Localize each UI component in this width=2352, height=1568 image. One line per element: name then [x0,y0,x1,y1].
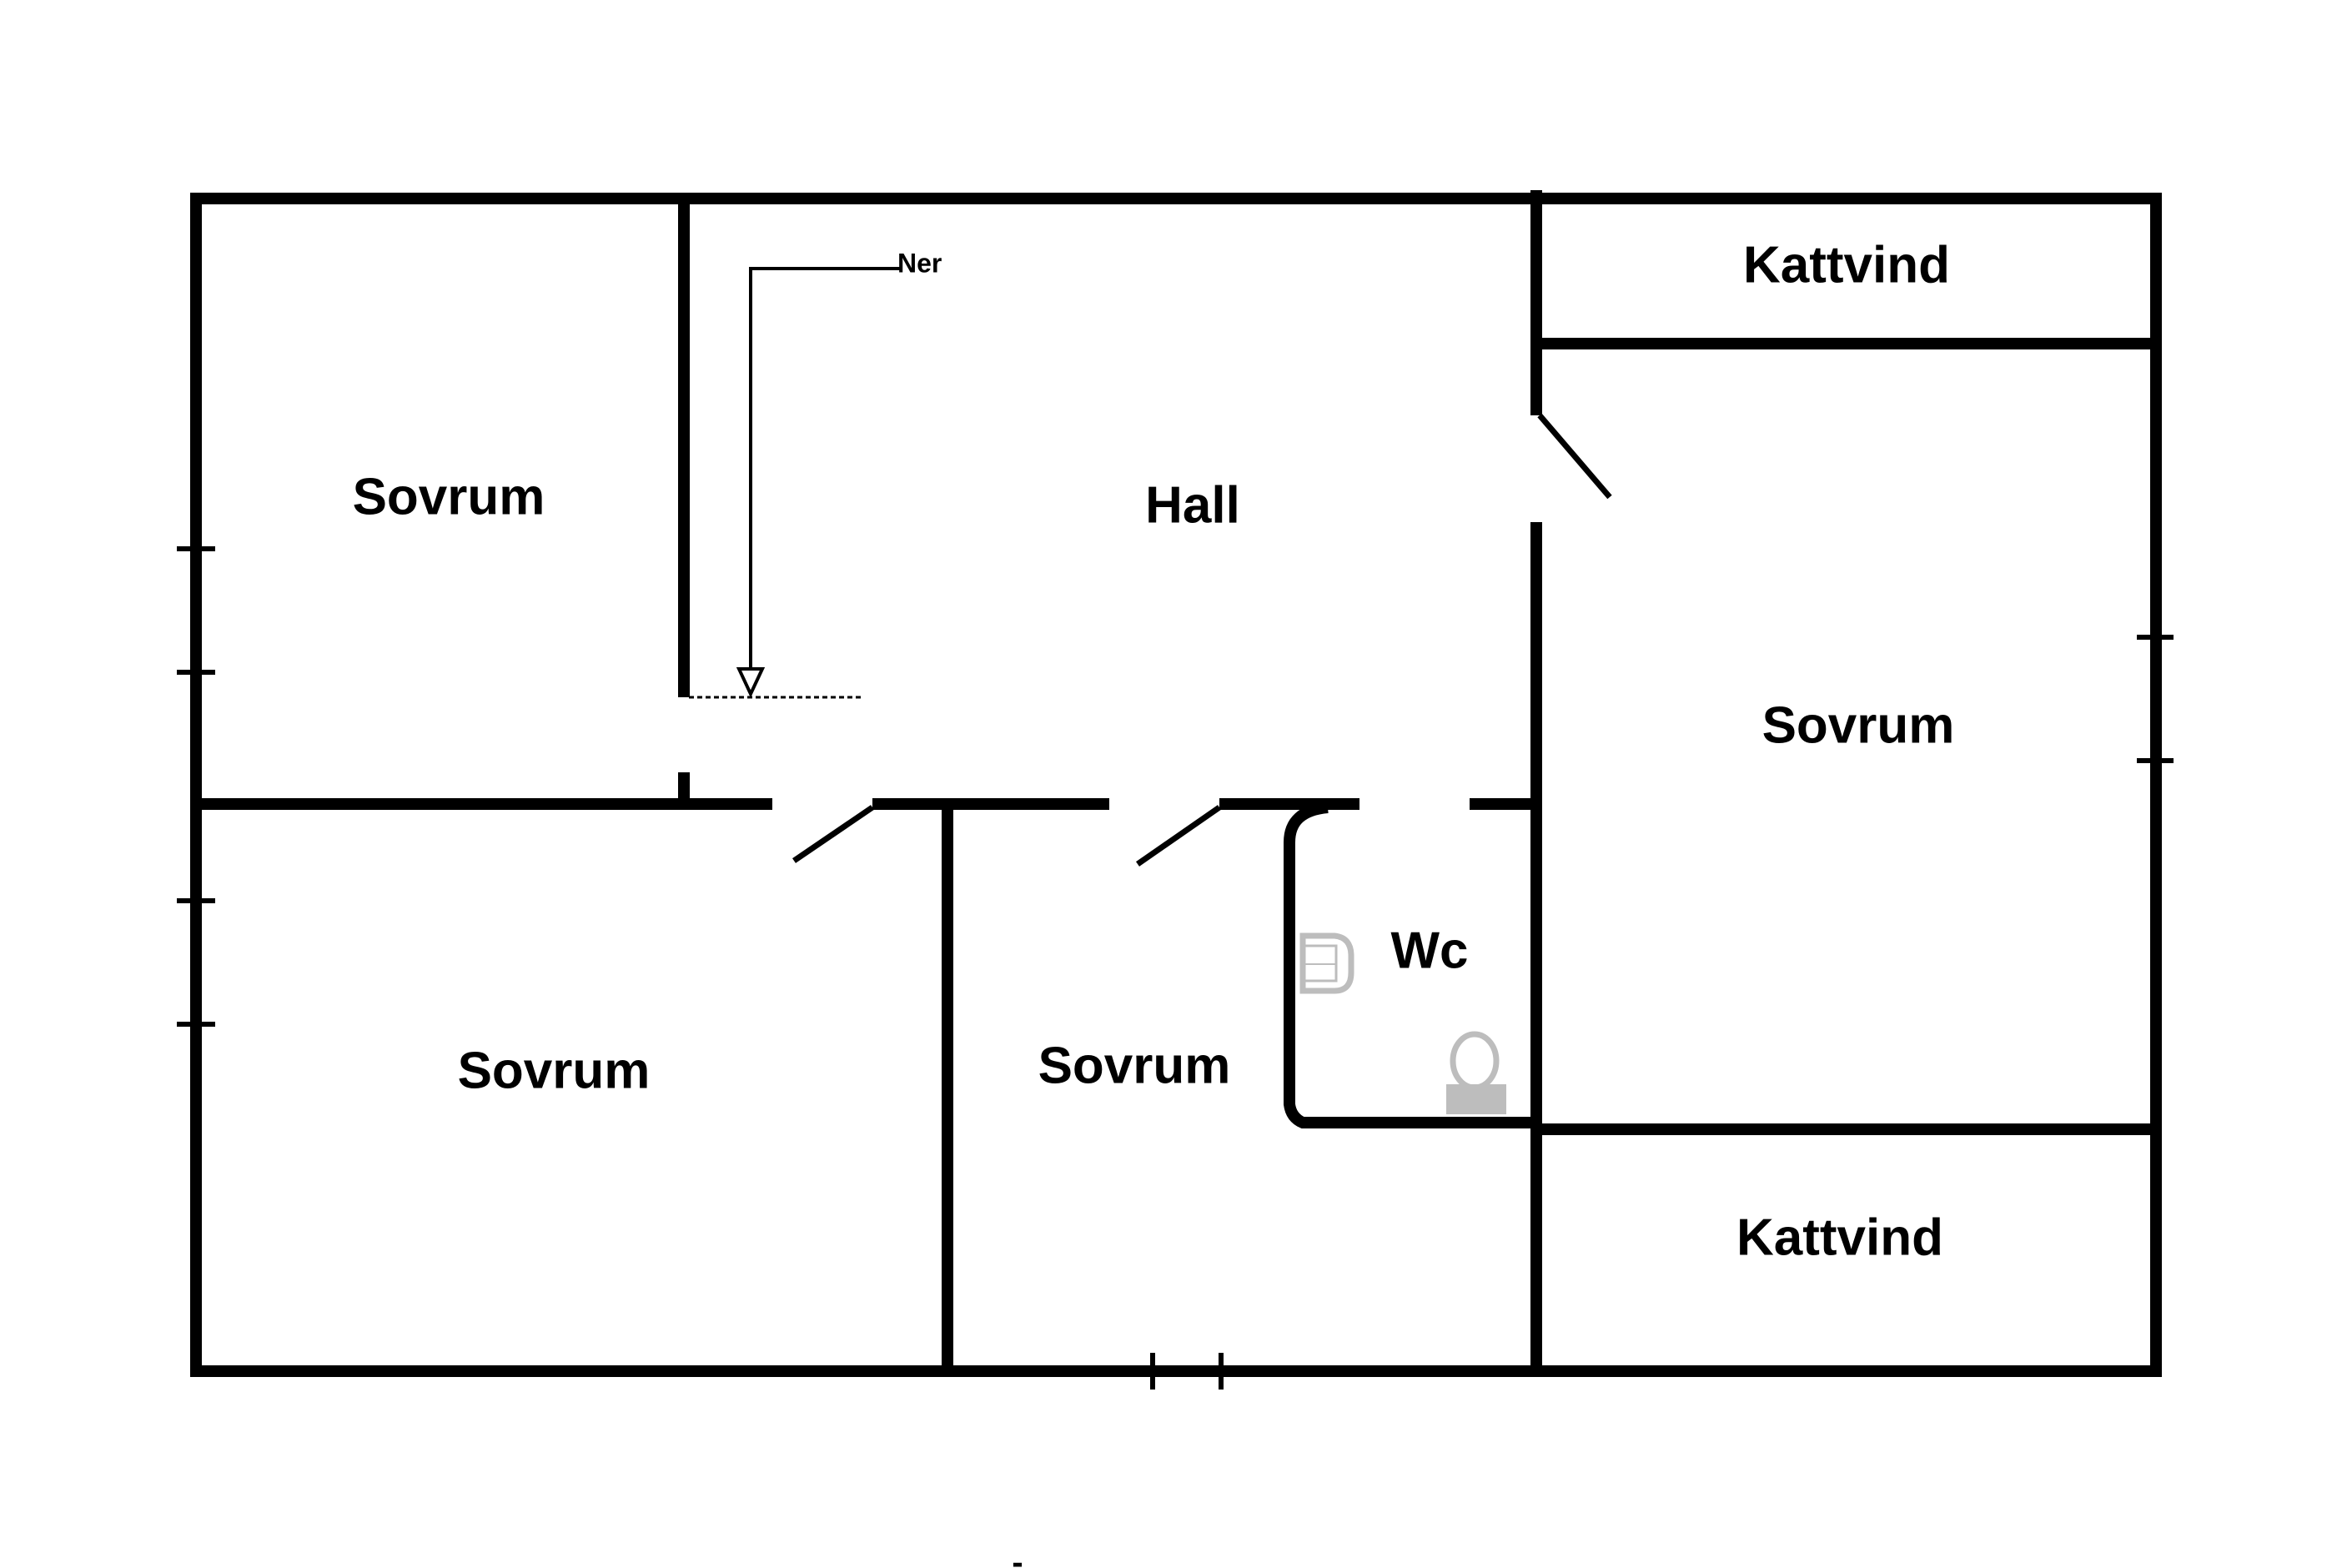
stairs-line [749,267,901,672]
room-label-bedroom-bottom-left: Sovrum [458,1042,651,1099]
wall-wc [1284,802,1536,1128]
room-label-wc: Wc [1391,922,1469,979]
room-label-bedroom-right: Sovrum [1762,696,1955,754]
toilet-icon [1446,1031,1506,1114]
window-ticks [177,546,2174,1390]
sink-icon [1299,932,1354,994]
room-label-hall: Hall [1145,476,1240,534]
room-label-attic-bottom: Kattvind [1736,1209,1943,1266]
door-bedroom-bottom-left [792,805,874,863]
room-label-attic-top: Kattvind [1743,236,1950,294]
door-bedroom-bottom-mid [1136,805,1221,867]
stairs-arrow [689,267,901,699]
room-label-bedroom-bottom-mid: Sovrum [1038,1037,1231,1094]
outer-wall [190,193,2162,1377]
door-bedroom-right [1537,413,1612,500]
room-label-bedroom-top-left: Sovrum [353,468,545,525]
stairs-label: Ner [897,248,942,278]
footer-mark: - [1012,1545,1023,1568]
stairs-arrowhead [736,667,766,698]
